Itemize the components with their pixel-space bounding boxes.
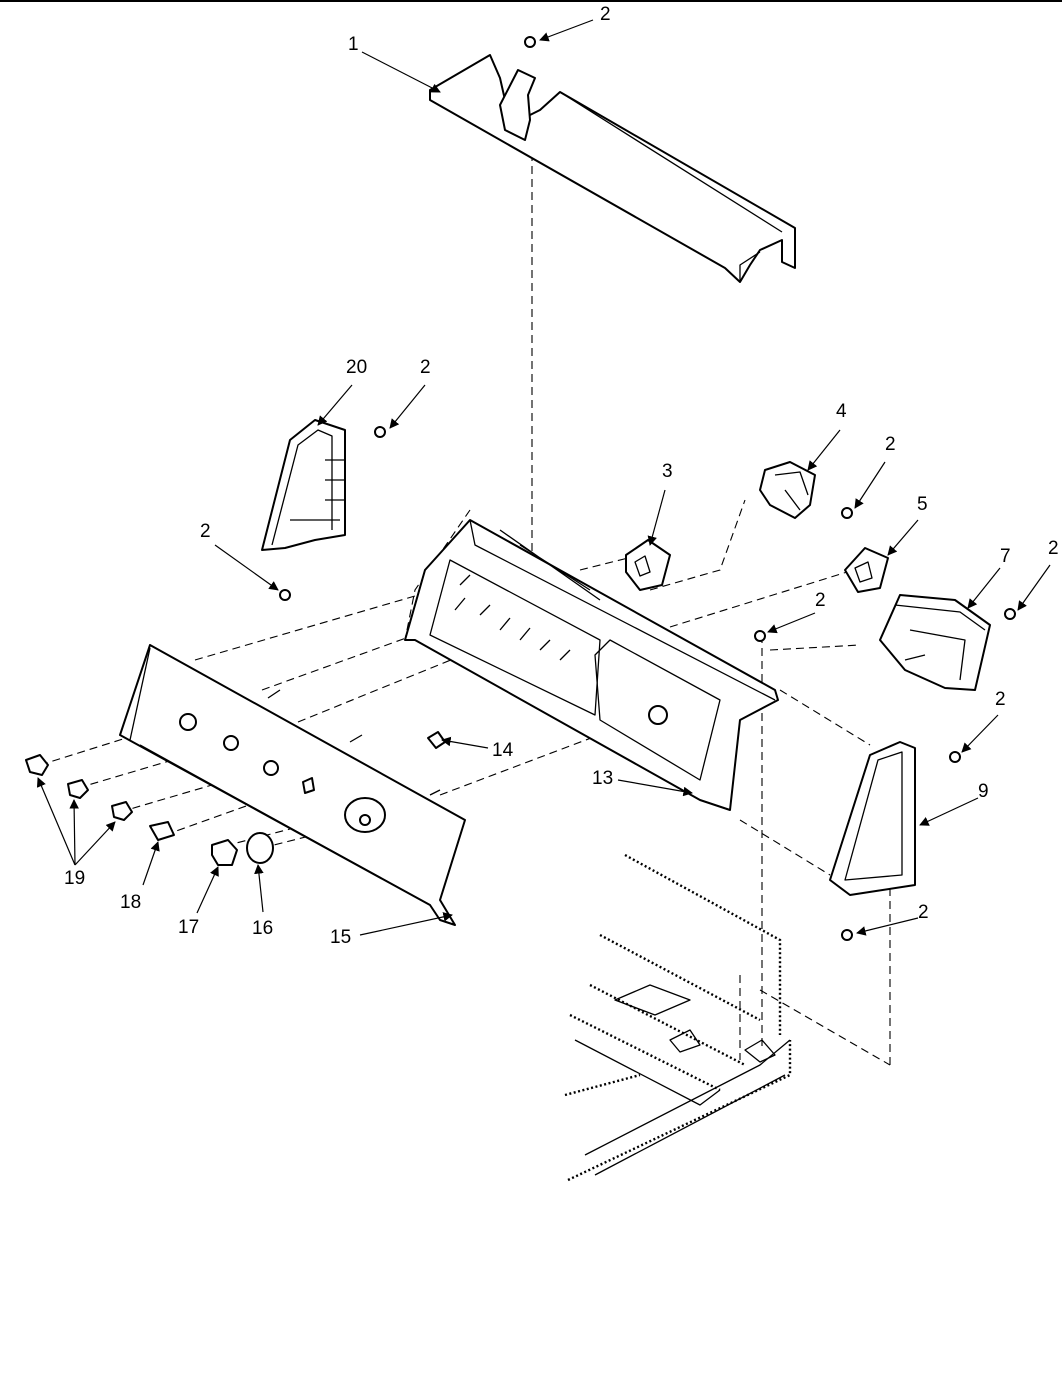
leader-lines (36, 19, 1051, 936)
callout-2-bottom: 2 (918, 902, 929, 923)
callout-14: 14 (492, 740, 514, 761)
callout-9: 9 (978, 781, 989, 802)
right-end-cap (829, 741, 916, 896)
callout-labels: 1 2 20 2 2 3 4 2 5 7 2 2 2 9 2 13 14 15 … (64, 4, 1059, 948)
callout-19: 19 (64, 868, 85, 889)
callout-2-left-top: 2 (420, 357, 431, 378)
console-top-cap (429, 54, 796, 283)
knob-19-c (111, 801, 133, 821)
callout-3: 3 (662, 461, 673, 482)
pressure-switch-part-4 (759, 461, 816, 519)
switch-part-3 (625, 539, 671, 591)
callout-16: 16 (252, 918, 273, 939)
callout-2-center: 2 (815, 590, 826, 611)
callout-1: 1 (348, 34, 359, 55)
callout-7: 7 (1000, 546, 1011, 567)
knob-19-a (25, 754, 49, 776)
callout-18: 18 (120, 892, 141, 913)
callout-5: 5 (917, 494, 928, 515)
knob-19-b (67, 779, 89, 799)
callout-2-top: 2 (600, 4, 611, 25)
knob-17 (211, 839, 238, 866)
callout-17: 17 (178, 917, 199, 938)
callout-20: 20 (346, 357, 367, 378)
front-control-panel (119, 644, 466, 926)
control-panel-frame (404, 519, 779, 811)
screws (279, 36, 1016, 941)
left-end-cap (261, 419, 346, 551)
callout-2-right-b: 2 (995, 689, 1006, 710)
cabinet-outline (564, 853, 792, 1182)
callout-2-far-right: 2 (1048, 538, 1059, 559)
callout-15: 15 (330, 927, 351, 948)
timer-part-7 (879, 594, 991, 691)
callout-2-right-a: 2 (885, 434, 896, 455)
switch-part-5 (844, 547, 889, 593)
callout-4: 4 (836, 401, 847, 422)
callout-2-left: 2 (200, 521, 211, 542)
knob-skirt-16 (246, 832, 274, 864)
switch-18 (149, 821, 175, 841)
callout-13: 13 (592, 768, 613, 789)
